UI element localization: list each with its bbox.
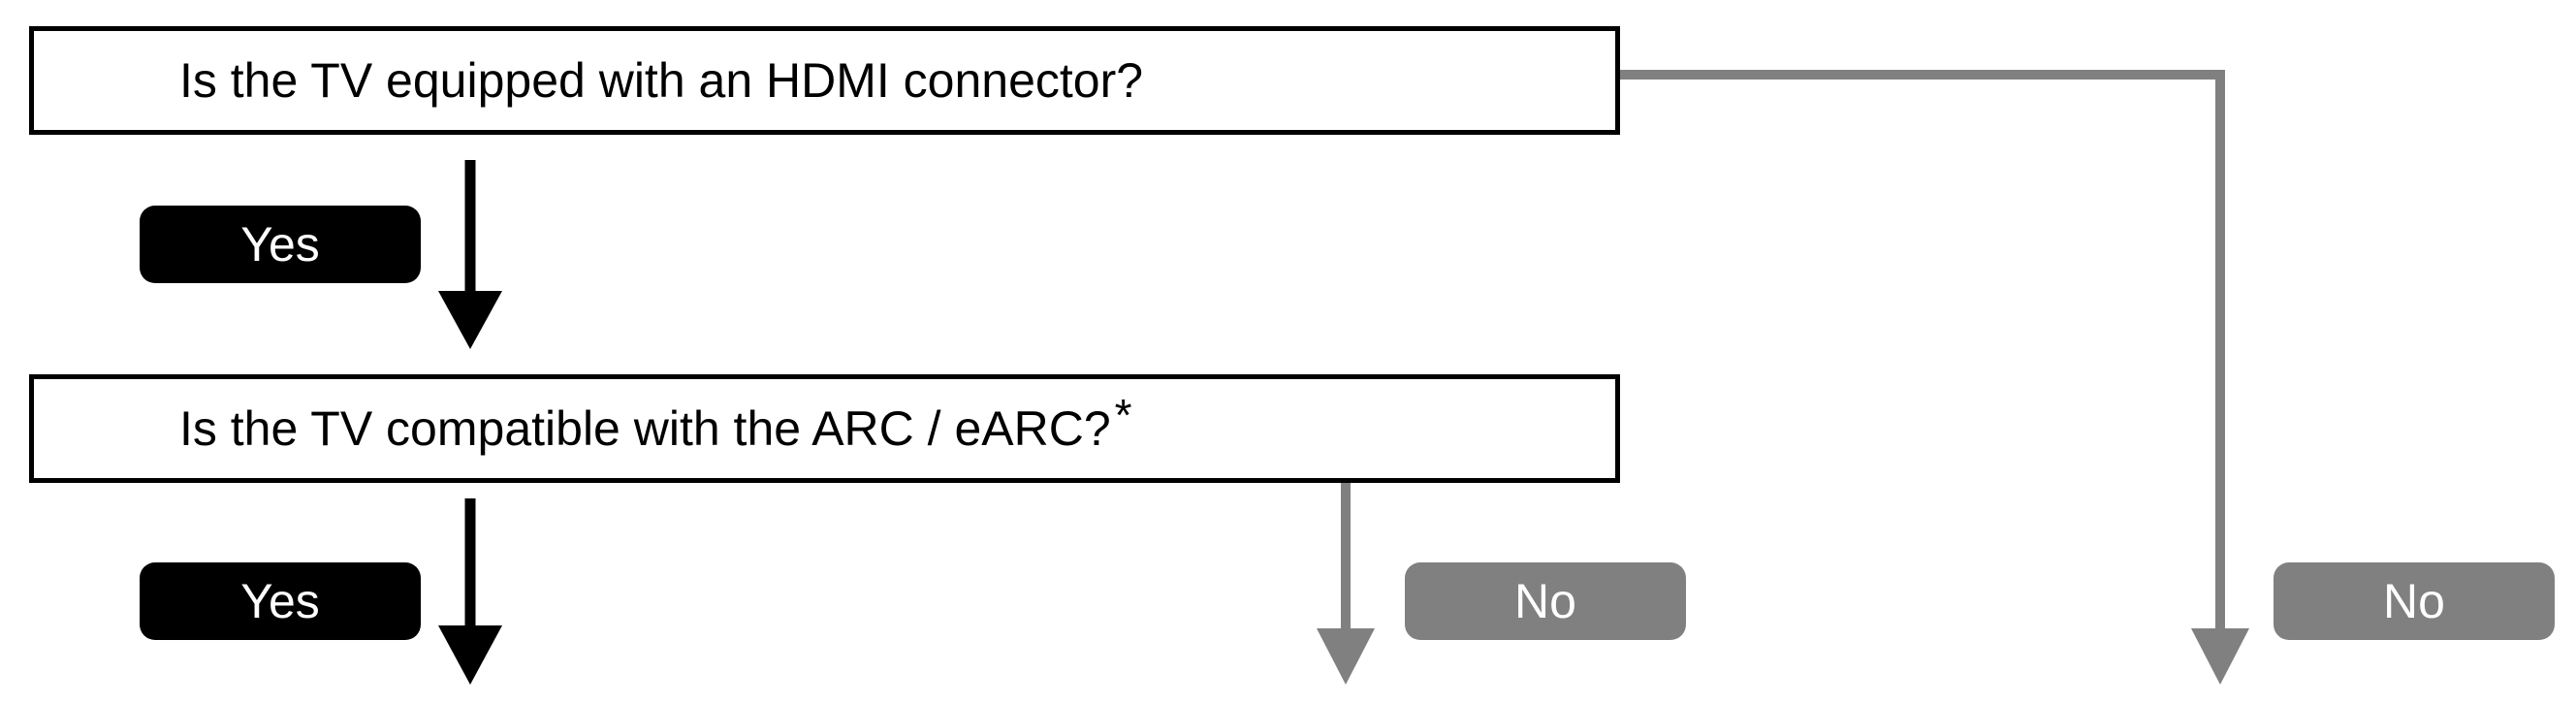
- yes-arrow-q1: [438, 160, 502, 349]
- question-hdmi-box: Is the TV equipped with an HDMI connecto…: [29, 26, 1620, 135]
- question-hdmi-text: Is the TV equipped with an HDMI connecto…: [179, 53, 1144, 108]
- no-badge-q1: No: [2274, 562, 2555, 640]
- no-arrow-q2: [1317, 482, 1375, 685]
- yes-badge-q2: Yes: [140, 562, 421, 640]
- no-badge-q2: No: [1405, 562, 1686, 640]
- no-badge-q2-label: No: [1514, 574, 1576, 628]
- yes-badge-q1-label: Yes: [240, 217, 320, 272]
- footnote-asterisk: *: [1114, 390, 1132, 440]
- no-badge-q1-label: No: [2383, 574, 2445, 628]
- yes-badge-q2-label: Yes: [240, 574, 320, 628]
- yes-badge-q1: Yes: [140, 206, 421, 283]
- question-arc-box: Is the TV compatible with the ARC / eARC…: [29, 374, 1620, 483]
- no-arrow-q1: [1619, 70, 2249, 685]
- question-arc-text: Is the TV compatible with the ARC / eARC…: [179, 401, 1111, 456]
- yes-arrow-q2: [438, 498, 502, 685]
